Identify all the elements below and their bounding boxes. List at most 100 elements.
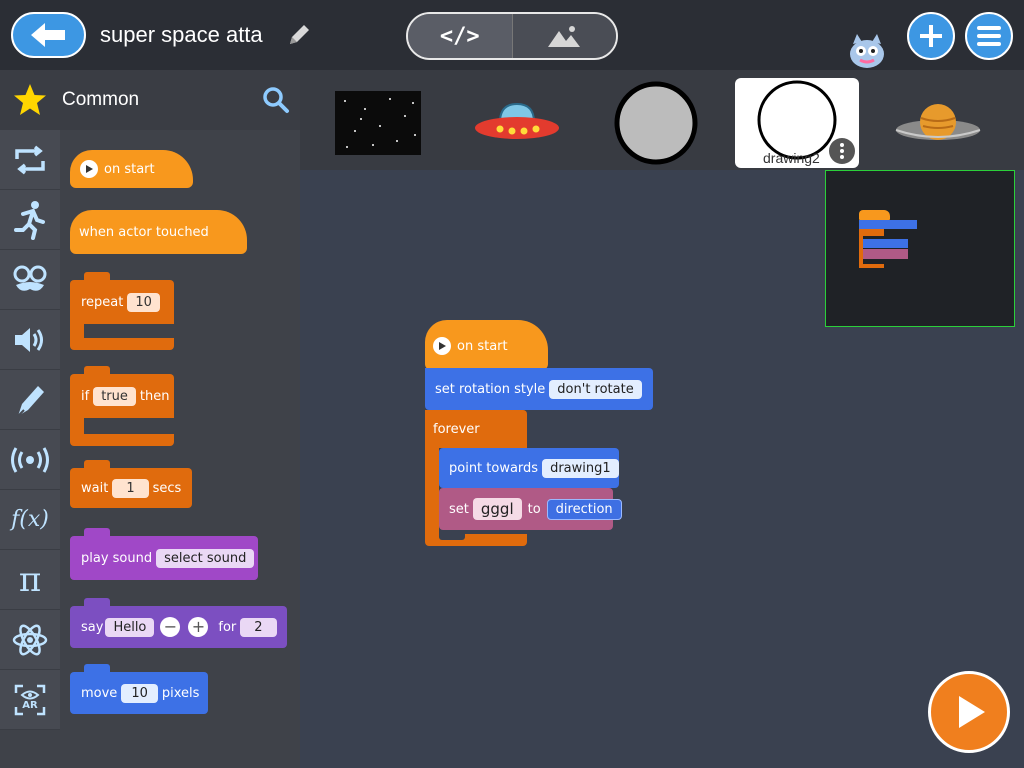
code-canvas[interactable]: on start set rotation style don't rotate… xyxy=(300,170,825,768)
script-on-start-block[interactable]: on start xyxy=(425,320,548,370)
menu-button[interactable] xyxy=(965,12,1013,60)
target-actor-input[interactable]: drawing1 xyxy=(542,458,619,478)
say-text-input[interactable]: Hello xyxy=(105,617,155,637)
forever-block[interactable]: forever xyxy=(425,410,527,546)
block-label: repeat xyxy=(81,294,124,310)
variable-name-input[interactable]: gggl xyxy=(472,498,522,520)
code-mode-tab[interactable]: </> xyxy=(408,14,513,58)
landscape-icon xyxy=(548,26,581,47)
repeat-block[interactable]: repeat 10 xyxy=(70,272,174,350)
say-seconds-input[interactable]: 2 xyxy=(240,617,277,637)
category-math[interactable]: π xyxy=(0,550,60,610)
more-vertical-icon xyxy=(840,143,844,159)
actor-ufo[interactable] xyxy=(455,78,579,168)
block-label: on start xyxy=(457,338,508,354)
run-button[interactable] xyxy=(928,671,1010,753)
block-label-unit: secs xyxy=(152,480,182,496)
pi-icon: π xyxy=(18,559,42,600)
star-icon[interactable] xyxy=(12,82,48,118)
actor-drawing2[interactable]: drawing2 xyxy=(735,78,859,168)
code-minimap[interactable] xyxy=(825,170,1015,327)
function-icon: f(x) xyxy=(11,507,49,532)
when-actor-touched-block[interactable]: when actor touched xyxy=(70,210,247,254)
category-events[interactable] xyxy=(0,430,60,490)
broadcast-icon xyxy=(11,446,49,473)
category-sound[interactable] xyxy=(0,310,60,370)
plus-small-icon[interactable]: + xyxy=(188,617,209,637)
back-button[interactable] xyxy=(11,12,86,58)
ar-label: AR xyxy=(22,699,38,711)
monster-avatar-icon[interactable] xyxy=(843,28,891,70)
on-start-block[interactable]: on start xyxy=(70,150,193,188)
actor-grey-circle[interactable] xyxy=(594,78,718,168)
actor-planet[interactable] xyxy=(876,78,1000,168)
move-pixels-input[interactable]: 10 xyxy=(121,683,158,703)
ufo-thumbnail xyxy=(475,102,559,139)
wait-seconds-input[interactable]: 1 xyxy=(112,478,149,498)
if-then-block[interactable]: if true then xyxy=(70,366,174,446)
project-title[interactable]: super space atta xyxy=(100,22,263,47)
actor-starfield[interactable] xyxy=(316,78,440,168)
condition-input[interactable]: true xyxy=(93,386,136,406)
category-pen[interactable] xyxy=(0,370,60,430)
category-control[interactable] xyxy=(0,130,60,190)
mode-toggle: </> xyxy=(406,12,618,60)
block-label: set xyxy=(449,501,469,517)
play-icon xyxy=(80,160,98,178)
back-arrow-icon xyxy=(30,23,65,47)
point-towards-block[interactable]: point towards drawing1 xyxy=(439,448,619,488)
top-bar: super space atta </> xyxy=(0,0,1024,70)
block-label: set rotation style xyxy=(435,381,546,397)
repeat-icon xyxy=(15,145,45,174)
minimap-script xyxy=(859,210,919,268)
plus-icon xyxy=(920,25,942,47)
palette-header: Common xyxy=(0,70,300,130)
pencil-icon[interactable] xyxy=(286,22,312,48)
code-mode-label: </> xyxy=(439,23,480,49)
block-label: forever xyxy=(433,421,480,437)
actor-label: drawing2 xyxy=(763,150,820,166)
set-rotation-style-block[interactable]: set rotation style don't rotate xyxy=(425,368,653,410)
block-label: on start xyxy=(104,161,155,177)
category-physics[interactable] xyxy=(0,610,60,670)
say-block[interactable]: say Hello − + for 2 xyxy=(70,598,287,648)
block-label: play sound xyxy=(81,550,153,566)
move-block[interactable]: move 10 pixels xyxy=(70,664,208,714)
grey-circle-thumbnail xyxy=(614,81,698,165)
planet-thumbnail xyxy=(895,104,981,140)
repeat-count-input[interactable]: 10 xyxy=(127,292,160,312)
play-sound-block[interactable]: play sound select sound xyxy=(70,528,258,580)
block-label-then: then xyxy=(139,388,170,404)
minus-icon[interactable]: − xyxy=(160,617,181,637)
script-stack: on start set rotation style don't rotate… xyxy=(425,320,665,550)
block-label: wait xyxy=(81,480,109,496)
wait-block[interactable]: wait 1 secs xyxy=(70,460,192,508)
search-icon[interactable] xyxy=(262,86,290,114)
rotation-style-input[interactable]: don't rotate xyxy=(549,379,642,399)
set-variable-block[interactable]: set gggl to direction xyxy=(439,488,622,530)
play-triangle-icon xyxy=(959,696,985,728)
scene-mode-tab[interactable] xyxy=(512,14,616,58)
pen-icon xyxy=(17,385,44,417)
add-button[interactable] xyxy=(907,12,955,60)
block-label: when actor touched xyxy=(79,224,209,240)
sound-select[interactable]: select sound xyxy=(156,548,255,568)
disguise-icon xyxy=(13,265,47,291)
category-title: Common xyxy=(62,89,140,110)
category-functions[interactable]: f(x) xyxy=(0,490,60,550)
hamburger-icon xyxy=(977,26,1001,46)
category-sidebar: f(x) π AR xyxy=(0,130,60,730)
category-motion[interactable] xyxy=(0,190,60,250)
actor-strip: drawing2 xyxy=(300,70,1024,170)
category-looks[interactable] xyxy=(0,250,60,310)
block-label-unit: pixels xyxy=(161,685,200,701)
starfield-thumbnail xyxy=(335,91,421,155)
block-label-for: for xyxy=(218,619,237,635)
category-ar[interactable]: AR xyxy=(0,670,60,730)
actor-options-button[interactable] xyxy=(829,138,855,164)
block-label: if xyxy=(81,388,90,404)
block-label: say xyxy=(81,619,104,635)
ar-icon: AR xyxy=(14,684,46,716)
direction-value-input[interactable]: direction xyxy=(546,498,622,520)
play-icon xyxy=(433,337,451,355)
